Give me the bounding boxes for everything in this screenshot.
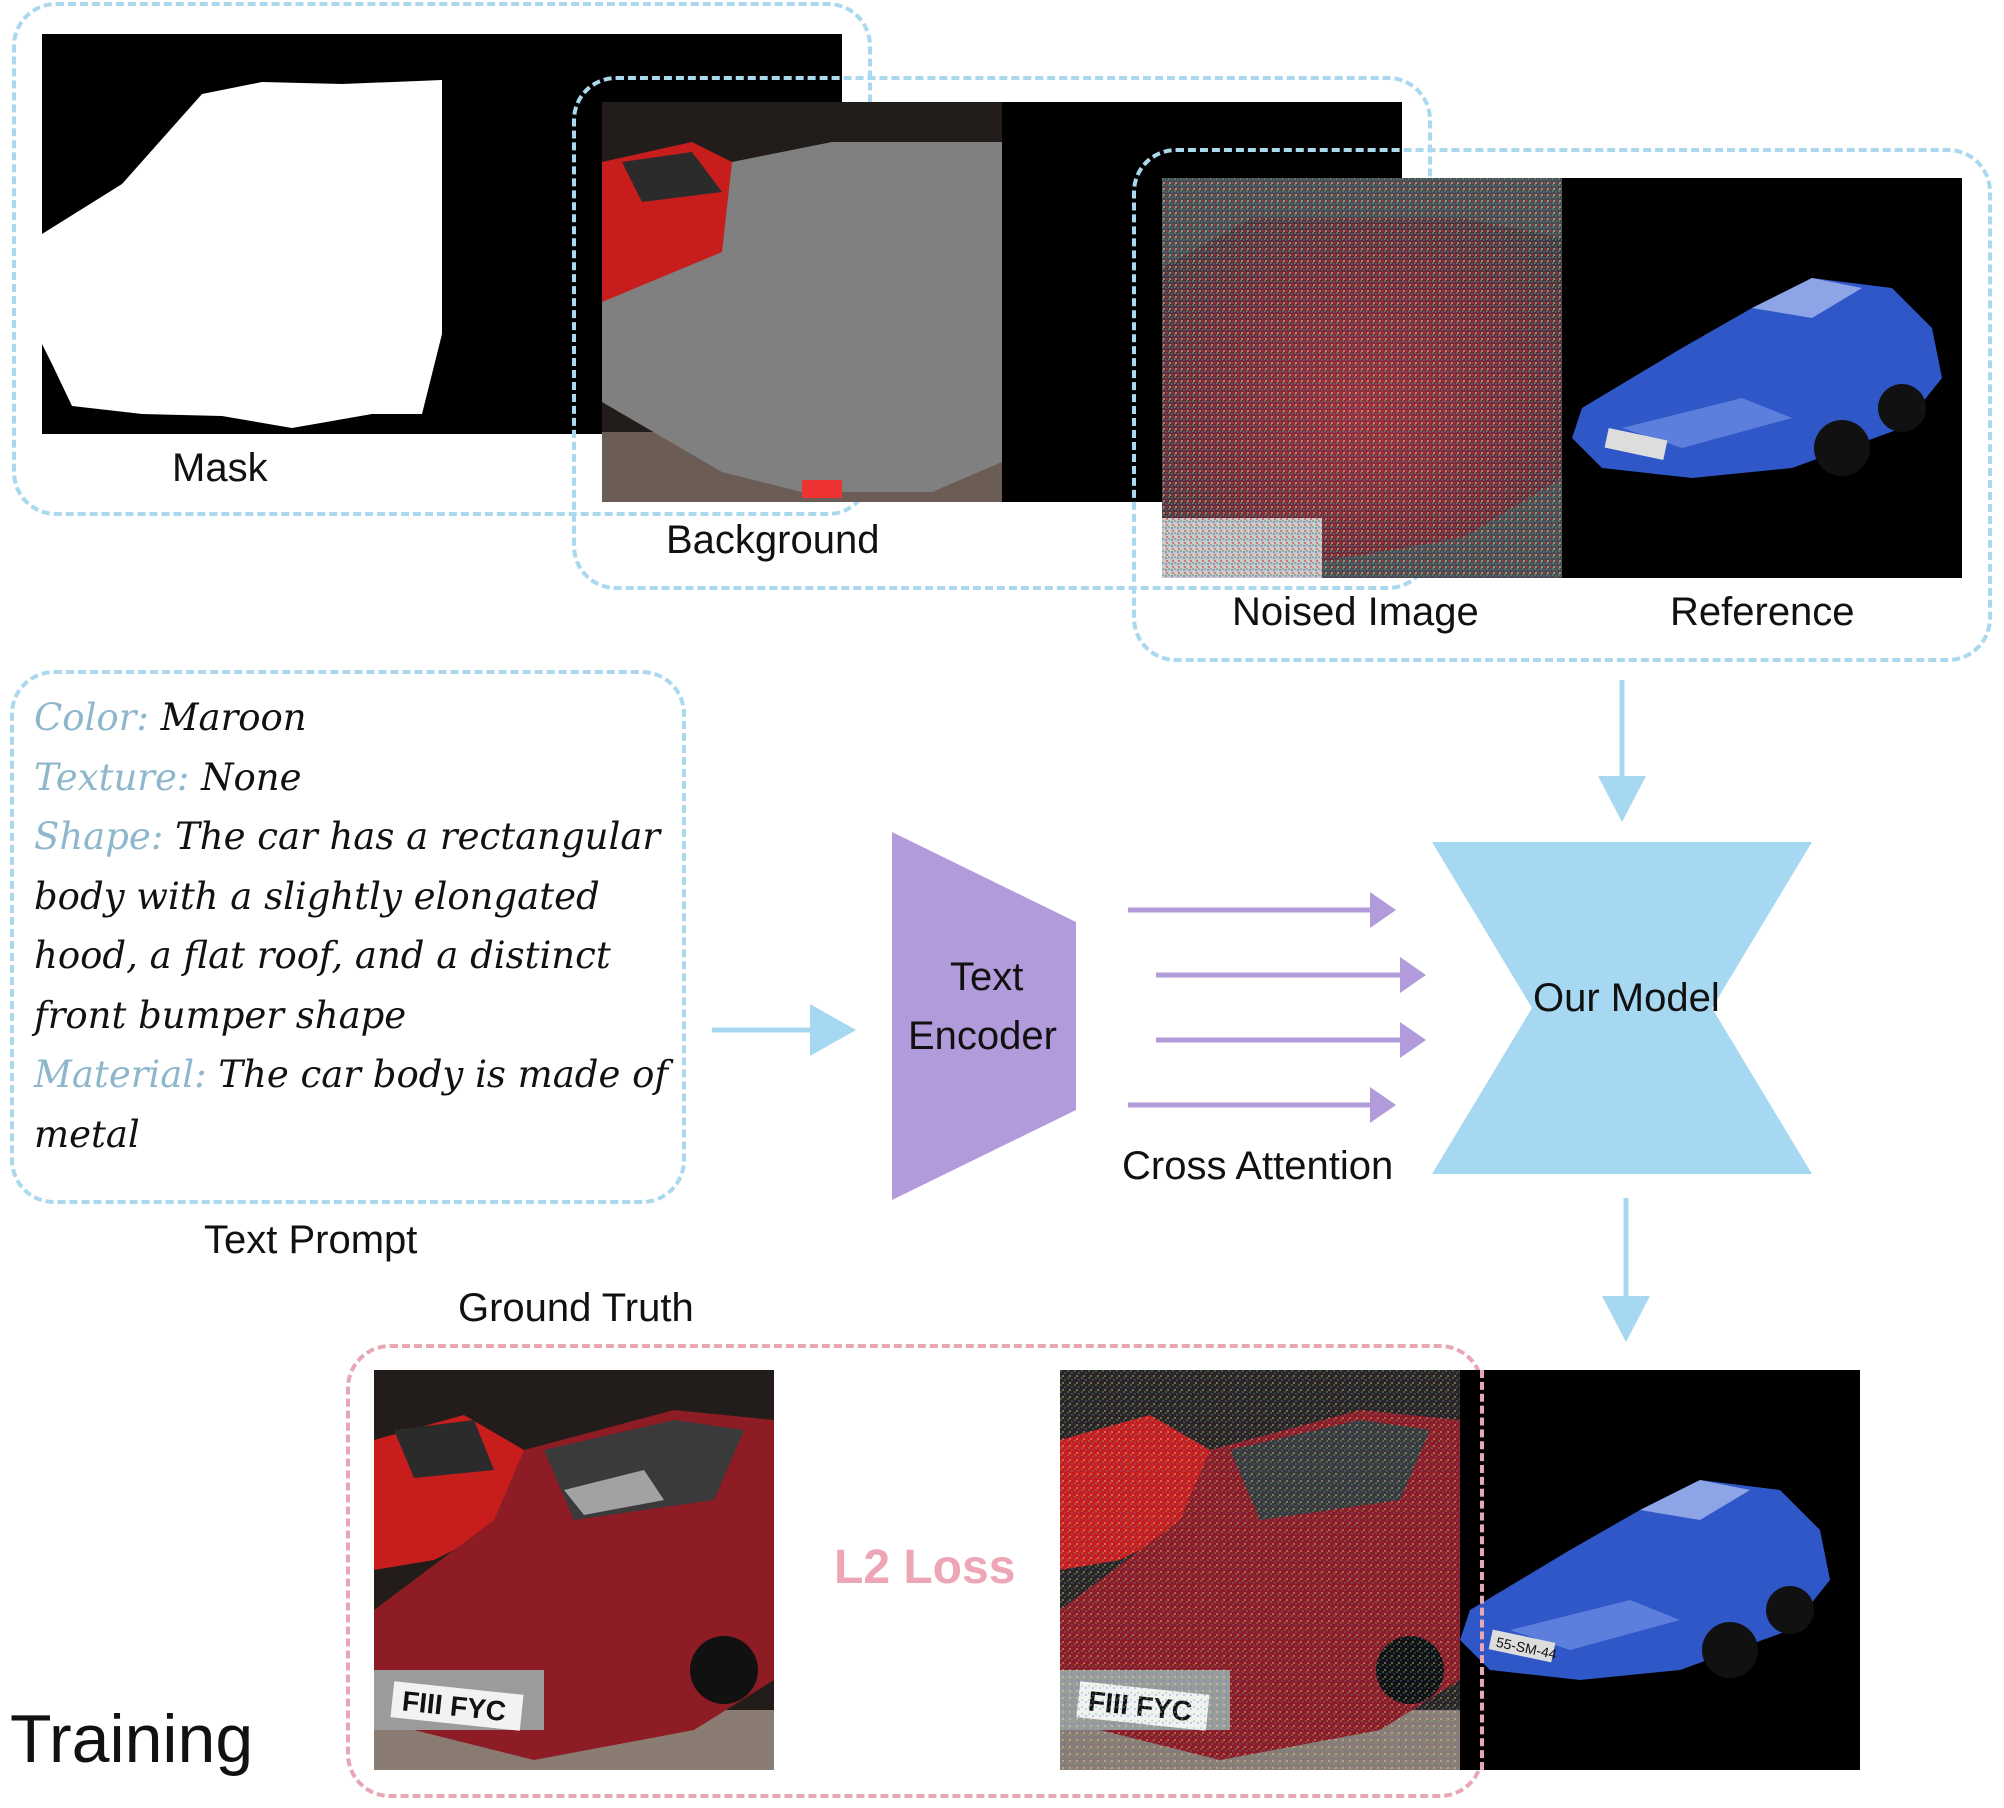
text-prompt-frame [10,670,686,1204]
noised-image [1162,178,1562,578]
prompt-value-shape: The car has a rectangular body with a sl… [34,815,661,1037]
reference-blue-car [1572,278,1942,478]
reference-image [1562,178,1962,578]
encoder-label-line1: Text [950,955,1024,999]
cross-attention-arrows-icon [1128,892,1426,1123]
noised-car [1162,178,1562,578]
background-label: Background [666,518,880,562]
ground-truth-image: FIII FYC [374,1370,774,1770]
prompt-line-color: Color: Maroon [34,688,674,748]
our-model-shape [1432,842,1812,1174]
prompt-key-color: Color: [34,696,149,739]
stage-title: Training [10,1701,254,1777]
prompt-value-texture: None [201,755,302,799]
output-reference-image: 55-SM-44 [1460,1370,1860,1770]
ground-truth-car: FIII FYC [374,1370,774,1770]
encoder-label-line2: Encoder [908,1014,1057,1058]
prompt-line-texture: Texture: None [34,748,674,808]
model-to-output-arrow-icon [1602,1198,1650,1342]
prompt-key-texture: Texture: [34,755,190,799]
background-car-scene [602,102,1002,502]
text-prompt-body: Color: Maroon Texture: None Shape: The c… [34,688,674,1164]
noised-group-frame [1132,148,1992,662]
inputs-to-model-arrow-icon [1598,680,1646,822]
cross-attention-label: Cross Attention [1122,1144,1394,1188]
prompt-to-encoder-arrow-icon [712,1004,856,1056]
reference-label: Reference [1670,590,1855,634]
text-prompt-caption: Text Prompt [204,1218,418,1262]
our-model-label: Our Model [1533,976,1720,1020]
prompt-value-material: The car body is made of metal [34,1053,669,1156]
noised-label: Noised Image [1232,590,1479,634]
model-output-car: FIII FYC [1060,1370,1460,1770]
loss-frame-divider [1480,1370,1484,1770]
l2-loss-label: L2 Loss [834,1541,1016,1594]
model-output-image: FIII FYC [1060,1370,1460,1770]
text-encoder-shape [892,832,1076,1200]
ground-truth-label: Ground Truth [458,1286,694,1330]
mask-silhouette-icon [42,80,442,428]
prompt-value-color: Maroon [160,696,307,739]
prompt-key-shape: Shape: [34,815,164,858]
prompt-key-material: Material: [34,1053,207,1096]
background-image [602,102,1002,502]
prompt-line-material: Material: The car body is made of metal [34,1045,674,1164]
prompt-line-shape: Shape: The car has a rectangular body wi… [34,807,674,1045]
output-reference-blue-car: 55-SM-44 [1460,1480,1830,1680]
mask-label: Mask [172,446,268,490]
mask-image [42,34,442,434]
